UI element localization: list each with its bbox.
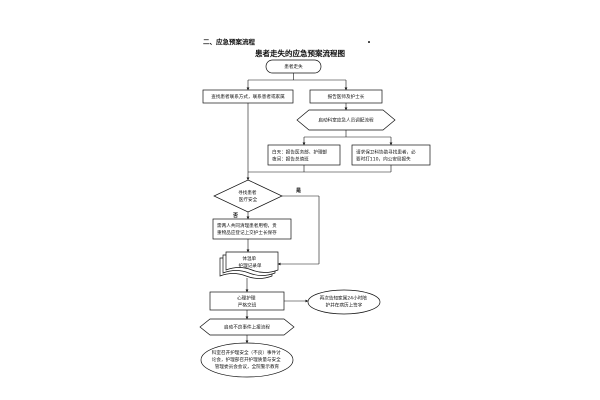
final-text: 科室召开护理安全（不良）事件讨 论会，护理部召开护理质量与安全 管理委员会会议，… <box>212 349 282 370</box>
decision-line: 寻找患者 <box>238 189 257 196</box>
psych-line: 心理护理 <box>237 295 256 302</box>
activate-text: 启动科室应急人员调配流程 <box>318 117 374 124</box>
stray-mark <box>368 41 370 43</box>
final-line: 管理委员会会议，全院警示教育 <box>215 363 280 370</box>
family-ellipse <box>307 289 381 315</box>
daytime-text: 白天：报告医务部、护理部 夜间：报告总值班 <box>272 149 329 163</box>
daytime-line: 白天：报告医务部、护理部 <box>272 149 328 156</box>
two-people-line: 需两人共同清理患者用物，贵 <box>217 222 277 229</box>
psych-text: 心理护理 严格交班 <box>237 295 257 309</box>
decision-diamond <box>213 179 283 213</box>
two-people-box <box>212 218 292 240</box>
final-line: 论会，护理部召开护理质量与安全 <box>212 356 281 363</box>
decision-text: 寻找患者 医疗安全 <box>238 189 258 203</box>
document-stack <box>219 251 279 279</box>
request-security-line: 要时打110，向公安局报失 <box>356 156 411 163</box>
final-line: 科室召开护理安全（不良）事件讨 <box>212 349 281 356</box>
no-label: 否 <box>233 212 238 219</box>
family-line: 护并在病历上签字 <box>326 302 363 309</box>
start-text: 患者走失 <box>284 63 303 70</box>
decision-line: 医疗安全 <box>239 196 258 203</box>
report-head-text: 报告医师及护士长 <box>328 93 365 100</box>
find-contact-text: 查找患者联系方式，联系患者或家属 <box>211 93 285 100</box>
two-people-text: 需两人共同清理患者用物，贵 重物品应登记上交护士长保存 <box>217 222 278 236</box>
docs-line: 体温单 <box>242 255 256 262</box>
two-people-line: 重物品应登记上交护士长保存 <box>217 229 277 236</box>
request-security-text: 请求保卫科协助寻找患者，必 要时打110，向公安局报失 <box>356 149 417 163</box>
connectors <box>245 73 393 344</box>
page-heading: 二、应急预案流程 <box>203 38 255 46</box>
adverse-text: 启动不良事件上报流程 <box>224 324 270 331</box>
adverse-hexagon <box>199 318 295 336</box>
docs-line: 护理记录单 <box>239 262 262 269</box>
activate-line: 启动科室应急人员调配流程 <box>318 117 374 124</box>
flowchart-title: 患者走失的应急预案流程图 <box>255 49 345 58</box>
activate-hexagon <box>296 109 396 131</box>
family-text: 再次告知家属24小时陪 护并在病历上签字 <box>320 295 369 309</box>
family-line: 再次告知家属24小时陪 <box>320 295 368 302</box>
docs-text: 体温单 护理记录单 <box>239 255 262 269</box>
request-security-line: 请求保卫科协助寻找患者，必 <box>356 149 416 156</box>
yes-label: 是 <box>295 187 302 194</box>
psych-line: 严格交班 <box>238 302 257 309</box>
daytime-line: 夜间：报告总值班 <box>272 156 309 163</box>
